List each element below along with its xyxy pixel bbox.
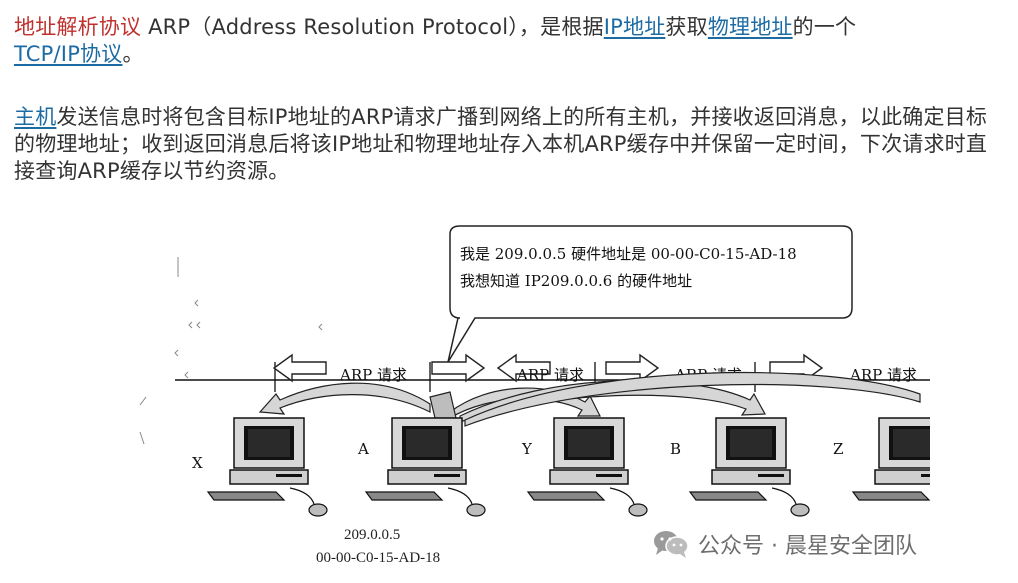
computer-z-icon: [852, 417, 930, 517]
host-link[interactable]: 主机: [14, 105, 57, 129]
description-text: 发送信息时将包含目标IP地址的ARP请求广播到网络上的所有主机，并接收返回消息，…: [14, 105, 988, 183]
arp-term: 地址解析协议: [14, 15, 142, 39]
intro-text-2: 获取: [665, 15, 708, 39]
arp-diagram: 我是 209.0.0.5 硬件地址是 00-00-C0-15-AD-18 我想知…: [139, 225, 930, 517]
computer-a-icon: [365, 417, 486, 517]
host-label-x: X: [192, 454, 203, 472]
physical-address-link[interactable]: 物理地址: [707, 15, 793, 39]
host-a-mac: 00-00-C0-15-AD-18: [316, 550, 441, 566]
ip-address-link[interactable]: IP地址: [603, 15, 666, 39]
arp-speech-bubble: 我是 209.0.0.5 硬件地址是 00-00-C0-15-AD-18 我想知…: [447, 225, 853, 363]
intro-paragraph: 地址解析协议 ARP（Address Resolution Protocol），…: [14, 14, 1004, 68]
host-label-a: A: [357, 440, 369, 458]
host-label-z: Z: [833, 440, 843, 458]
intro-text-1: ARP（Address Resolution Protocol），是根据: [141, 15, 604, 39]
bubble-line-1: 我是 209.0.0.5 硬件地址是 00-00-C0-15-AD-18: [460, 245, 797, 263]
watermark-text: 公众号 · 晨星安全团队: [698, 534, 917, 559]
wechat-icon: [654, 531, 689, 558]
host-a-ip-text: 209.0.0.5: [344, 527, 401, 543]
bubble-line-2: 我想知道 IP209.0.0.6 的硬件地址: [460, 272, 692, 290]
margin-marks: [139, 257, 323, 445]
arp-request-label: ARP 请求: [849, 366, 917, 384]
broadcast-arrows: [258, 371, 921, 427]
description-paragraph: 主机发送信息时将包含目标IP地址的ARP请求广播到网络上的所有主机，并接收返回消…: [14, 104, 1004, 185]
left-arrow-icon: [273, 354, 327, 382]
right-arrow-icon: [431, 354, 485, 382]
tcpip-protocol-link[interactable]: TCP/IP协议: [14, 42, 123, 66]
computer-b-icon: [689, 417, 810, 517]
arp-request-label: ARP 请求: [339, 366, 407, 384]
host-label-b: B: [670, 440, 681, 458]
intro-text-3: 的一个: [792, 15, 857, 39]
computer-y-icon: [527, 417, 648, 517]
intro-text-4: 。: [122, 42, 144, 66]
arp-request-label: ARP 请求: [516, 366, 584, 384]
watermark: 公众号 · 晨星安全团队: [652, 527, 917, 561]
computer-x-icon: [207, 417, 328, 517]
host-label-y: Y: [521, 440, 533, 458]
